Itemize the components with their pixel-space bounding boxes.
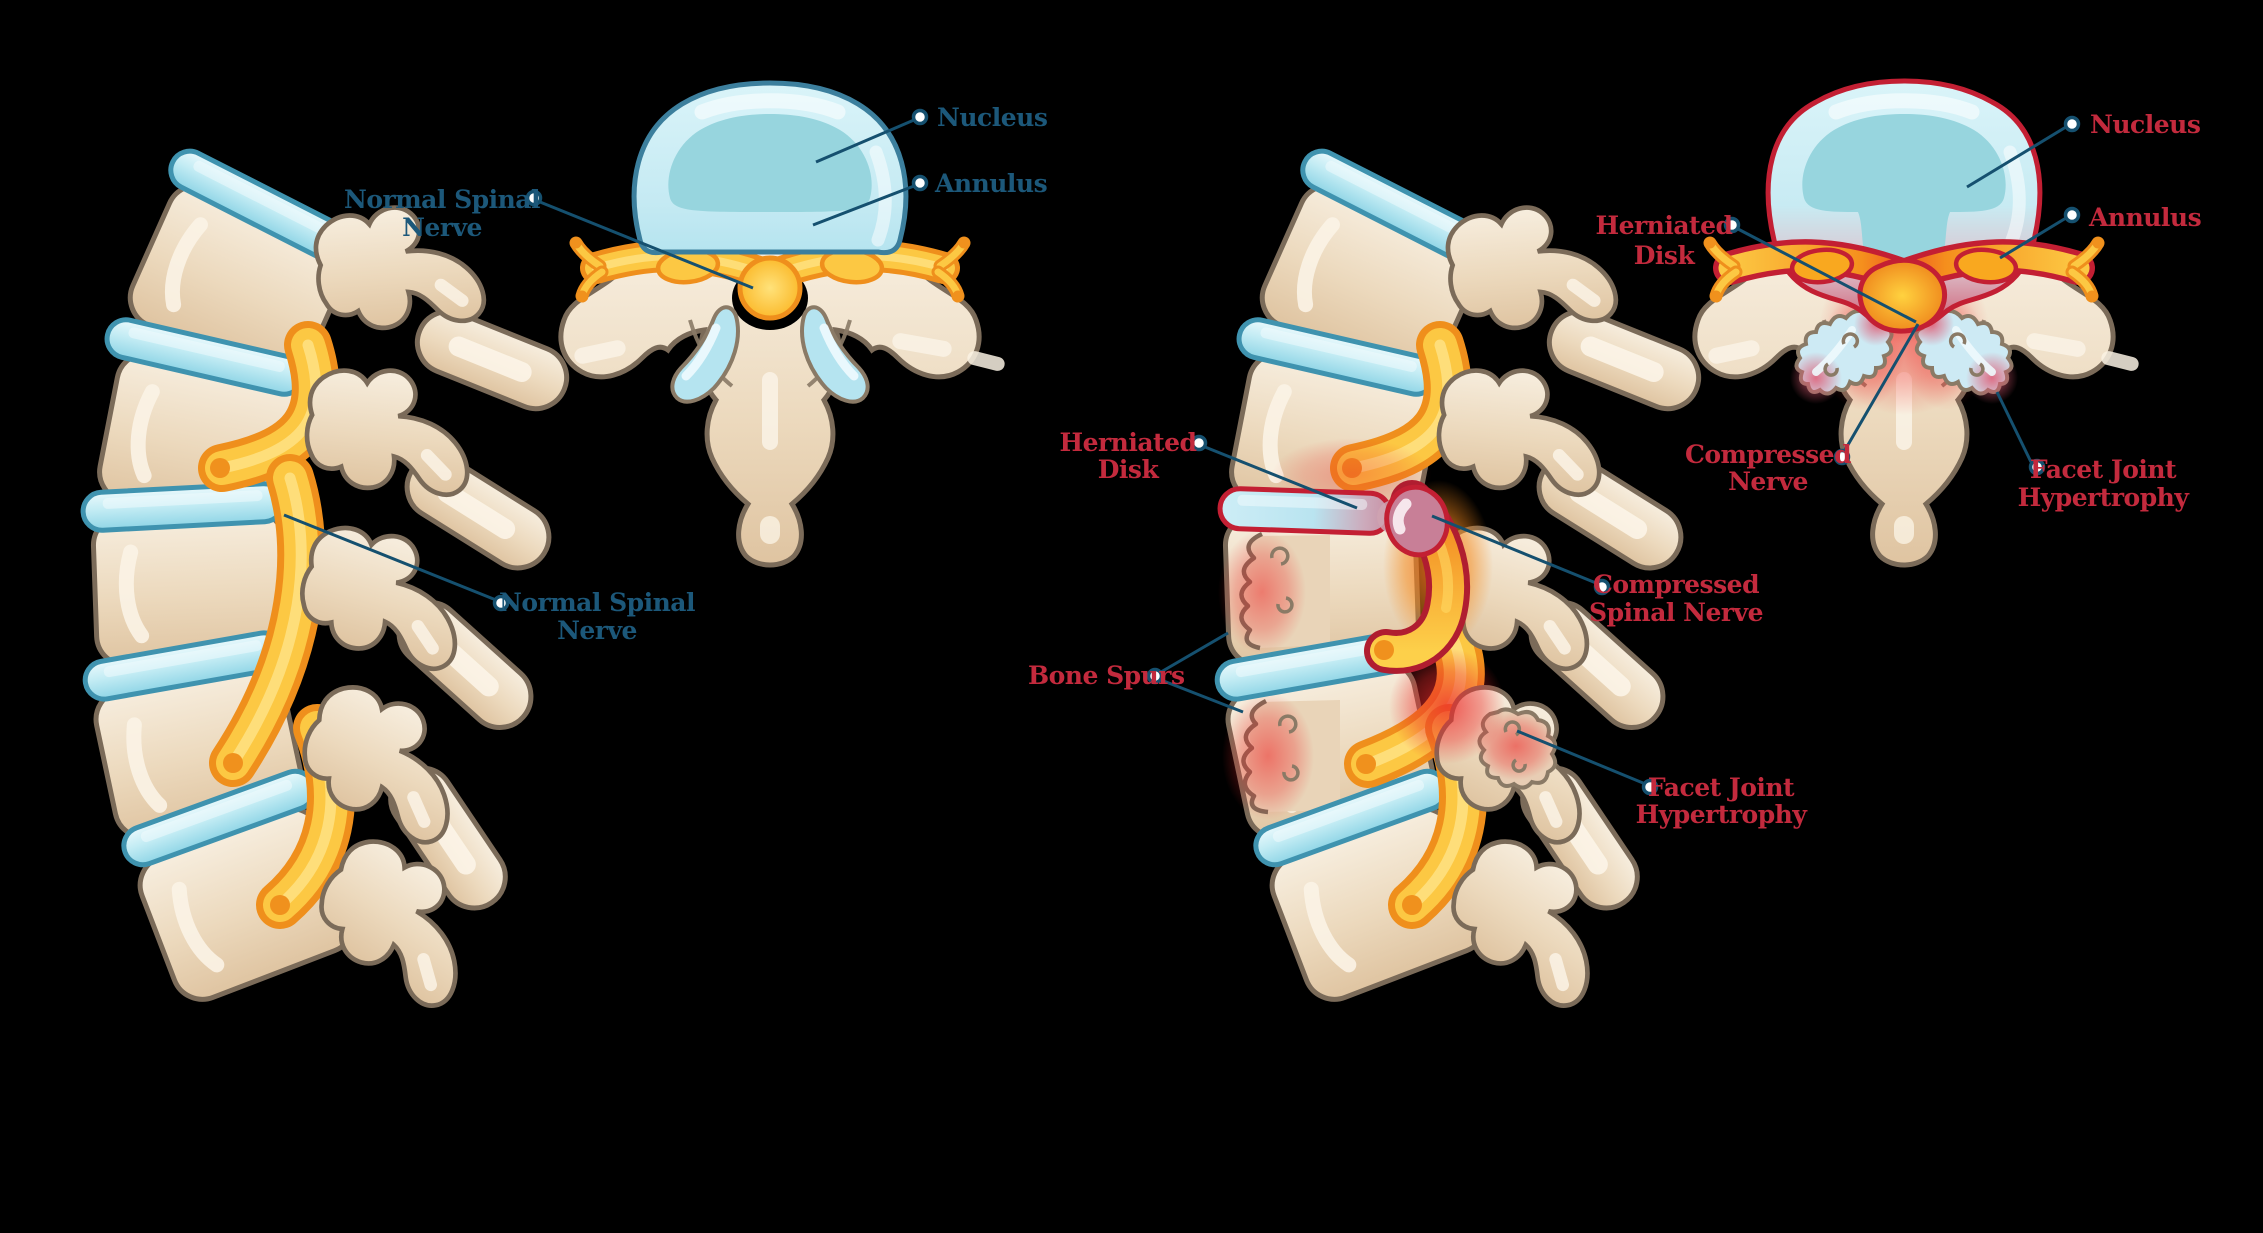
annotations: Normal Spinal Nerve Nucleus Annulus Norm… [283, 103, 2202, 829]
leader-dot [1641, 778, 1659, 796]
vertebral-arch [290, 515, 480, 675]
label-normal-spinal-nerve-lower: Normal Spinal [499, 588, 695, 617]
leader-line [1843, 323, 1920, 451]
label-facet-joint-hypertrophy-lateral: Facet Joint [1648, 773, 1795, 802]
label-annulus-herniated: Annulus [2088, 203, 2202, 232]
leader-line [1516, 729, 1644, 785]
nucleus [1802, 114, 2006, 302]
leader-line [1431, 514, 1597, 585]
intervertebral-disk [82, 483, 284, 531]
nucleus [668, 114, 872, 212]
spinous-process [408, 302, 576, 418]
herniated-disk-lateral [1217, 484, 1450, 558]
leader-line [812, 184, 915, 227]
label-herniated-disk-lateral: Herniated [1059, 428, 1196, 457]
leader-dot [911, 174, 929, 192]
label-facet-joint-hypertrophy-lateral-line2: Hypertrophy [1636, 800, 1809, 829]
disk-axial [631, 80, 909, 256]
leader-line [815, 118, 915, 164]
label-normal-spinal-nerve-upper: Normal Spinal [344, 185, 540, 214]
leader-dot [1593, 578, 1611, 596]
gloss-highlight [2003, 145, 2026, 247]
leader-dot [911, 108, 929, 126]
facet-joint [670, 305, 740, 404]
spinous-process [1540, 302, 1708, 418]
label-compressed-spinal-nerve-line2: Spinal Nerve [1589, 598, 1763, 627]
leader-line [1160, 678, 1244, 714]
leader-dot [1723, 216, 1741, 234]
vertebral-arch [1445, 202, 1617, 332]
facet-joint [800, 305, 870, 404]
leader-dot [2028, 458, 2046, 476]
label-compressed-nerve: Compressed [1685, 440, 1851, 469]
leader-dot [1833, 448, 1851, 466]
label-normal-spinal-nerve-lower-line2: Nerve [557, 616, 637, 645]
vertebral-arch [302, 362, 478, 498]
label-nucleus-herniated: Nucleus [2090, 110, 2201, 139]
leader-line [1204, 445, 1358, 510]
spinal-nerve [198, 321, 340, 492]
label-herniated-disk-lateral-line2: Disk [1098, 455, 1160, 484]
label-bone-spurs: Bone Spurs [1028, 661, 1185, 690]
label-herniated-disk-axial: Herniated [1595, 211, 1732, 240]
leader-line [1999, 216, 2067, 260]
leader-line [1737, 227, 1917, 324]
leader-line [1160, 631, 1229, 674]
label-facet-joint-hypertrophy-axial-line2: Hypertrophy [2018, 483, 2191, 512]
label-nucleus-normal: Nucleus [937, 103, 1048, 132]
bone-spurs-upper [1218, 530, 1330, 654]
bone-spurs-lower [1222, 692, 1340, 820]
gloss-highlight [694, 93, 846, 120]
leader-dot [525, 189, 543, 207]
gloss-highlight [1828, 93, 1980, 120]
leader-dot [1190, 434, 1208, 452]
leader-line [1966, 125, 2067, 189]
leader-dot [2063, 206, 2081, 224]
leader-line [1995, 391, 2033, 463]
label-compressed-spinal-nerve: Compressed [1593, 570, 1759, 599]
nerve-ganglion [737, 255, 803, 321]
label-annulus-normal: Annulus [934, 169, 1048, 198]
spinal-nerve [209, 454, 326, 787]
label-herniated-disk-axial-line2: Disk [1634, 241, 1696, 270]
inflammation-glow [1389, 648, 1505, 764]
label-compressed-nerve-line2: Nerve [1728, 467, 1808, 496]
leader-dot [1146, 667, 1164, 685]
herniated-spine-lateral [1214, 145, 1708, 1015]
label-normal-spinal-nerve-upper-line2: Nerve [402, 213, 482, 242]
label-facet-joint-hypertrophy-axial: Facet Joint [2030, 455, 2177, 484]
leader-dot [2063, 115, 2081, 133]
herniated-vertebra-axial [1695, 78, 2140, 565]
normal-vertebra-axial [561, 80, 1006, 565]
vertebral-arch [1434, 362, 1610, 498]
normal-spine-lateral [82, 145, 576, 1015]
compressed-nerve-mass [1857, 257, 1948, 334]
leader-line [539, 200, 754, 290]
leader-line [283, 513, 497, 602]
leader-dot [492, 594, 510, 612]
